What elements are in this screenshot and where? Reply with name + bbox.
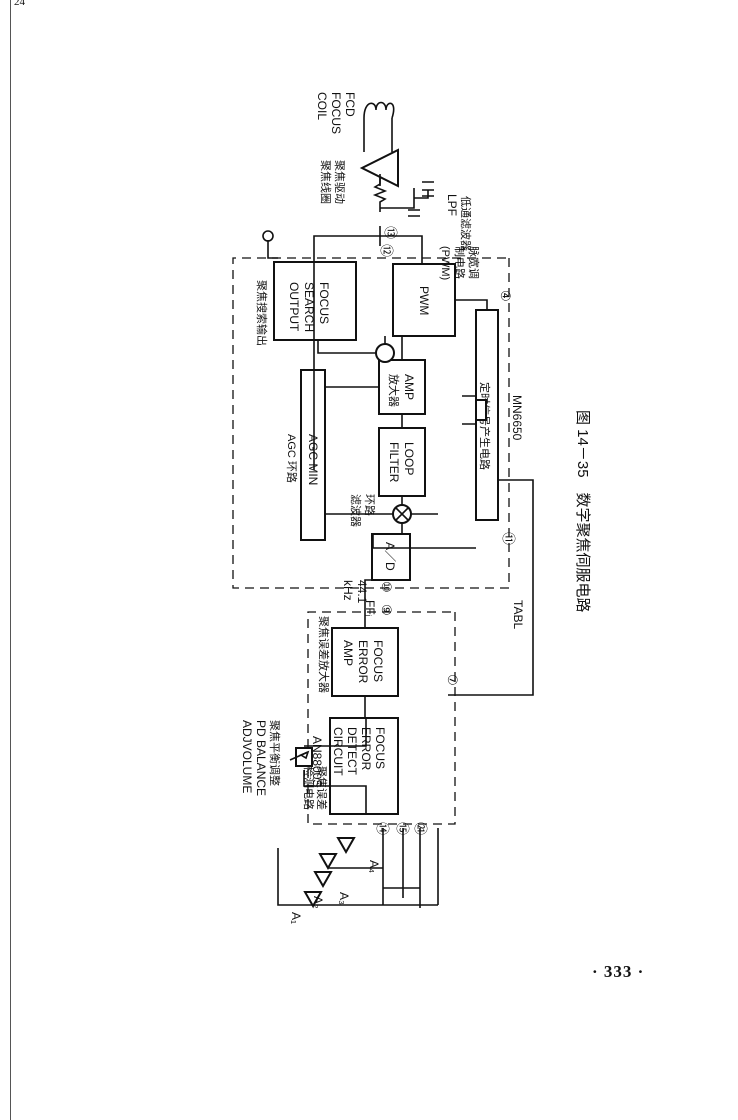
coil-cn-1: 聚焦驱动 [333,160,346,204]
wire-agc-loop [325,386,438,515]
page-number: · 333 · [592,962,645,981]
wire-timing [313,235,488,549]
focus-search-output-block [273,261,357,341]
focus-error-detect-block [329,717,399,815]
amp-cn: 放大器 [387,374,401,407]
tabl-label: TABL [511,600,525,629]
amp-error-text-2: ERROR [356,640,370,684]
agc-cn: AGC 环路 [285,434,298,483]
pwm-label: PWM [417,286,431,315]
amp-text: AMP [402,374,416,400]
loop-text-2: FILTER [387,442,401,483]
adder-circle [375,343,395,363]
agc-label: AGC MIN [306,434,320,485]
wire-amp-to-ad [364,579,391,628]
search-text-3: OUTPUT [287,282,301,332]
pin-14: ⑭ [375,822,390,835]
amp-error-text-1: FOCUS [371,640,385,682]
page-top-mark: 24 [14,0,25,8]
fcd-label-2: FOCUS [329,92,343,134]
diode-a2 [313,871,333,889]
loop-cn-2: 滤波器 [349,494,362,527]
loop-cn-1: 环路 [363,494,376,516]
mn6650-outline [232,257,510,589]
timing-cn: 定时信号产生电路 [478,382,492,470]
pot-leads [303,718,367,814]
driver-leads [363,118,393,186]
pwm-cn-2: 制电路 [453,246,466,279]
pd-label-1: 聚焦平衡调整 [268,720,282,786]
pd-label-2: PD BALANCE [254,720,268,796]
wire-tabl [448,479,534,696]
an8800s-outline [307,611,456,825]
lpf-cn: 低通滤波器 [459,196,472,251]
diode-a1 [303,891,323,909]
output-resistor [372,174,388,212]
pwm-cn-1: 脉宽调 [467,246,481,279]
crystal [475,399,487,421]
mn6650-label: MN6650 [510,395,524,441]
pin-7: ⑦ [445,674,460,686]
wire-search-out [267,240,278,259]
freq-label-1: 44.1 [355,580,369,604]
rotated-figure: FOCUS ERROR DETECT CIRCUIT 聚焦误差 检测电路 FOC… [232,92,591,924]
fcd-label-1: FCD [343,92,357,117]
detect-text-4: CIRCUIT [331,727,345,776]
pin-21: ㉑ [413,822,428,835]
search-cn: 聚焦搜索输出 [255,280,269,346]
figure-caption: 图 14－35 数字聚焦伺服电路 [574,410,591,613]
search-text-2: SEARCH [302,282,316,332]
detect-text-2: ERROR [359,727,373,771]
ffi-label: FFᵢ [363,600,377,617]
loop-filter-block [378,427,426,497]
amp-error-text-3: AMP [341,640,355,666]
wire-main-chain [317,336,403,534]
crystal-leads [462,395,476,425]
pin-15: ⑮ [395,822,410,835]
pd-label-3: ADJVOLUME [240,720,254,793]
diode-a3-label: A₃ [337,892,351,905]
coil-cn-2: 聚焦线圈 [319,160,333,204]
pin-12: ⑫ [379,244,394,257]
lpf-capacitor [380,188,420,217]
pin-10: ⑩ [379,581,394,593]
page-edge [10,0,11,1120]
pwm-cn-3: (PWM) [439,246,451,280]
detect-text-1: FOCUS [373,727,387,769]
search-text-1: FOCUS [317,282,331,324]
pin-11: ⑪ [501,532,516,545]
summing-junction-cross [395,507,409,521]
diode-a1-label: A₁ [289,912,303,924]
diode-a3 [318,853,338,871]
pin-4: ④ [498,290,513,302]
pin-9: ⑨ [379,604,394,616]
search-output-terminal [262,230,274,242]
pot-wiper-arrow [299,750,310,760]
lpf-ground [414,181,434,199]
freq-label-2: kHz [341,580,355,601]
pin-13: ⑬ [383,226,398,239]
focus-coil [363,101,395,119]
detect-text-3: DETECT [345,727,359,776]
lpf-label: LPF [445,194,459,216]
amp-block [378,359,426,415]
amp-error-cn: 聚焦误差放大器 [317,616,331,693]
diode-a4-label: A₄ [367,860,381,873]
detect-cn-1: 聚焦误差 [315,766,329,810]
detect-cn-2: 检测电路 [302,766,316,810]
fcd-label-3: COIL [315,92,329,120]
agc-min-block [300,369,326,541]
an8800s-label: AN8800S [310,736,324,787]
ad-label: A／D [383,542,397,571]
diode-a2-label: A₂ [311,896,325,909]
loop-text-1: LOOP [402,442,416,475]
photodiode-wiring [277,828,439,908]
diode-a4 [336,837,356,855]
